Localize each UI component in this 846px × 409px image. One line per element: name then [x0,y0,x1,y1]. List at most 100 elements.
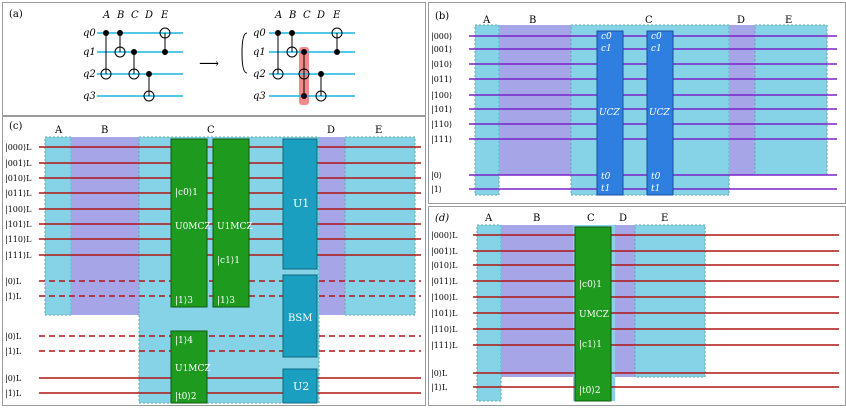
qubit-q0: q0 [83,28,96,39]
state-label: |001⟩L [431,247,458,256]
panel-a: (a) A B C D E q0 q1 q2 q3 ⟶ A B C D E q0… [2,2,426,116]
qubit-q3: q3 [83,91,96,102]
state-label: |000⟩L [5,143,32,152]
panel-a-wires-right [269,32,355,97]
state-label: |110⟩L [5,235,32,244]
svg-text:C: C [587,213,595,224]
panel-a-gates-left [100,27,171,102]
panel-d-diagram: (d) A B C D E |000⟩L|001⟩L|010⟩L|011⟩L|1… [431,213,839,402]
svg-text:B: B [101,125,108,136]
svg-text:E: E [332,10,341,21]
state-label: |000⟩ [431,32,452,41]
svg-text:A: A [484,213,493,224]
svg-text:|1⟩3: |1⟩3 [217,296,235,306]
svg-text:D: D [327,125,335,136]
svg-text:U1MCZ: U1MCZ [175,364,211,374]
svg-text:|t0⟩2: |t0⟩2 [175,392,197,402]
svg-text:UCZ: UCZ [649,108,670,118]
svg-text:E: E [375,125,382,136]
svg-text:c1: c1 [651,44,662,54]
svg-text:|1⟩3: |1⟩3 [175,296,193,306]
state-label: |1⟩L [5,347,22,356]
state-label: |0⟩L [5,374,22,383]
svg-text:c1: c1 [601,44,612,54]
svg-text:E: E [661,213,668,224]
state-label: |000⟩L [431,231,458,240]
svg-text:|t0⟩2: |t0⟩2 [579,386,601,396]
panel-b: (b) A B C D E |000⟩|001⟩|010⟩|011⟩|100⟩|… [428,2,846,204]
svg-text:B: B [288,10,296,21]
umcz-gate-2 [212,138,250,308]
svg-text:q3: q3 [253,91,266,102]
state-label: |111⟩ [431,135,452,144]
state-label: |001⟩L [5,159,32,168]
panel-b-diagram: (b) A B C D E |000⟩|001⟩|010⟩|011⟩|100⟩|… [431,11,837,196]
umcz-gate-1 [170,138,208,308]
panel-c-diagram: (c) A B C D E |000⟩L |001⟩L |010⟩L |011⟩L |1… [5,121,421,404]
state-label: |101⟩ [431,105,452,114]
state-label: |110⟩ [431,120,452,129]
svg-text:q1: q1 [253,47,266,58]
bsm-gate [282,274,318,358]
panel-c: (c) A B C D E |000⟩L |001⟩L |010⟩L |011⟩L |1… [2,116,426,406]
state-label: |011⟩L [431,277,458,286]
state-label: |111⟩L [5,251,32,260]
state-label: |011⟩ [431,75,452,84]
svg-text:|c1⟩1: |c1⟩1 [579,340,602,350]
svg-text:t0: t0 [601,172,611,182]
svg-text:U1MCZ: U1MCZ [217,222,253,232]
state-label: |100⟩L [431,293,458,302]
u2-gate [282,368,318,404]
svg-text:C: C [207,125,215,136]
svg-text:A: A [482,15,491,26]
svg-text:A: A [54,125,63,136]
svg-text:|c0⟩1: |c0⟩1 [175,188,198,198]
ucz-gate-1 [596,30,624,196]
state-label: |0⟩L [5,277,22,286]
umcz-gate-3 [170,330,208,404]
svg-text:D: D [737,15,745,26]
col-a: A [102,10,110,21]
svg-text:C: C [645,15,653,26]
svg-text:U2: U2 [293,380,309,393]
panel-c-label: (c) [9,121,23,132]
state-label: |101⟩L [5,220,32,229]
state-label: |0⟩ [431,171,442,180]
panel-d-label: (d) [435,213,449,224]
state-label: |001⟩ [431,45,452,54]
svg-text:t1: t1 [601,184,610,194]
state-label: |111⟩L [431,341,458,350]
panel-a-diagram: (a) A B C D E q0 q1 q2 q3 ⟶ A B C D E q0… [9,9,355,105]
svg-text:UMCZ: UMCZ [579,310,609,320]
u1-gate [282,138,318,270]
col-d: D [144,10,153,21]
svg-text:B: B [533,213,540,224]
panel-a-wires-left [97,32,183,97]
state-label: |010⟩L [5,174,32,183]
svg-text:t0: t0 [651,172,661,182]
svg-text:E: E [785,15,792,26]
qubit-q1: q1 [83,47,96,58]
state-label: |1⟩L [5,292,22,301]
svg-text:|c0⟩1: |c0⟩1 [579,280,602,290]
qubit-q2: q2 [83,69,96,80]
ucz-gate-2 [646,30,674,196]
state-label: |101⟩L [431,309,458,318]
svg-text:U1: U1 [293,197,309,210]
state-label: |1⟩ [431,185,442,194]
svg-text:D: D [316,10,325,21]
svg-text:U0MCZ: U0MCZ [175,222,211,232]
col-e: E [160,10,169,21]
state-label: |1⟩L [431,383,448,392]
svg-text:BSM: BSM [288,313,312,324]
panel-b-label: (b) [435,11,449,22]
brace-icon [241,32,248,74]
state-label: |110⟩L [431,325,458,334]
svg-text:q0: q0 [253,28,266,39]
state-label: |0⟩L [431,369,448,378]
svg-text:B: B [529,15,536,26]
state-label: |011⟩L [5,189,32,198]
panel-a-gates-right [272,27,343,102]
svg-text:D: D [619,213,627,224]
svg-text:c0: c0 [651,32,662,42]
